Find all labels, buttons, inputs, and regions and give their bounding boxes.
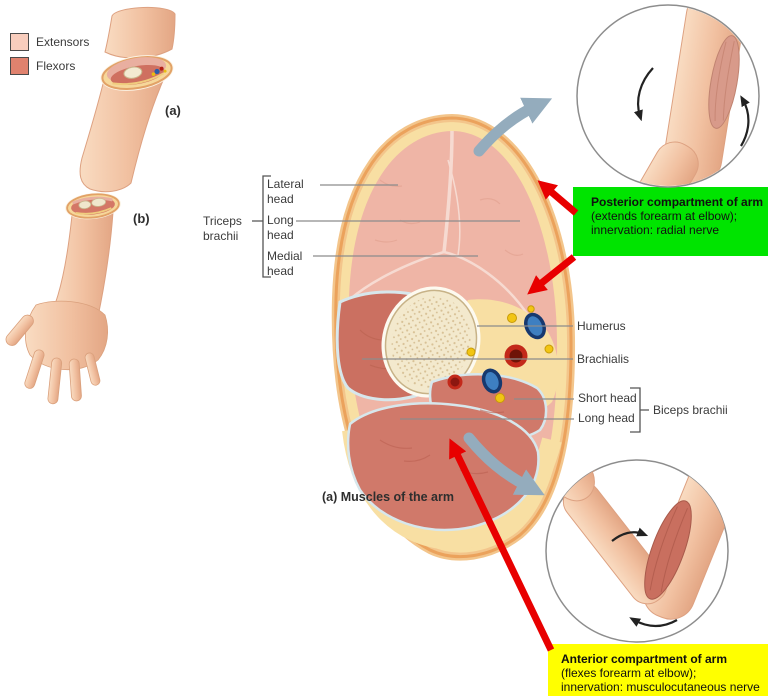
posterior-arrow-lower <box>527 254 577 295</box>
ulna-bone-icon <box>91 197 107 207</box>
muscle-texture <box>374 179 524 256</box>
rotation-arrow-icon <box>633 67 654 122</box>
extensors-swatch <box>10 33 29 51</box>
nerve-icon <box>151 72 156 76</box>
brachialis-label: Brachialis <box>577 352 630 366</box>
red-pointer-arrows <box>449 180 579 652</box>
anterior-callout-innervation: innervation: musculocutaneous nerve <box>561 680 760 694</box>
triceps-highlight <box>708 35 740 129</box>
biceps-brachii-label: Biceps brachii <box>653 403 728 417</box>
panel-label-a: (a) <box>165 103 181 118</box>
nerve-icon <box>163 69 167 73</box>
medial-head-label: Medial head <box>267 249 303 278</box>
nerve-icon <box>527 305 535 313</box>
long-head-label: Long head <box>267 213 294 242</box>
forearm-cross-section-small <box>65 192 121 220</box>
figure-caption: (a) Muscles of the arm <box>322 490 454 504</box>
neurovascular-bundle <box>447 305 554 403</box>
vein-icon <box>154 68 160 75</box>
bone-icon <box>123 66 143 79</box>
flexion-inset <box>545 459 729 643</box>
artery-icon <box>447 374 463 390</box>
posterior-callout-title: Posterior compartment of arm <box>591 195 764 209</box>
short-head-label: Short head <box>578 391 637 405</box>
legend-extensors-label: Extensors <box>36 35 90 49</box>
biceps-bracket <box>630 387 649 433</box>
posterior-callout-action: (extends forearm at elbow); <box>591 209 738 223</box>
rotation-arrow-icon <box>629 617 678 628</box>
panel-label-b: (b) <box>133 211 150 226</box>
posterior-compartment-callout: Posterior compartment of arm (extends fo… <box>573 187 768 256</box>
extension-inset <box>576 4 760 188</box>
zoom-arrow-posterior <box>473 97 553 157</box>
triceps-brachii-label: Triceps brachii <box>203 214 242 243</box>
leader-lines <box>296 184 574 420</box>
upper-arm-segment <box>104 6 176 59</box>
nerve-icon <box>544 344 554 354</box>
nerve-icon <box>507 313 517 323</box>
artery-icon <box>159 66 164 71</box>
rotation-arrow-icon <box>740 95 750 147</box>
arm-illustration <box>5 6 176 405</box>
humerus-label: Humerus <box>577 319 626 333</box>
anterior-callout-action: (flexes forearm at elbow); <box>561 666 697 680</box>
lateral-head-label: Lateral head <box>267 177 304 206</box>
arm-cross-section <box>331 113 576 561</box>
anterior-arrow <box>449 438 555 652</box>
nerve-icon <box>495 393 505 403</box>
humerus-bone <box>381 286 481 398</box>
brachial-artery-icon <box>504 344 528 368</box>
posterior-callout-innervation: innervation: radial nerve <box>591 223 720 237</box>
vein-icon <box>481 368 503 394</box>
triceps-bracket <box>252 175 271 278</box>
nerve-icon <box>466 347 476 357</box>
rotation-arrow-icon <box>611 527 649 542</box>
biceps-highlight <box>644 500 692 600</box>
posterior-arrow-upper <box>537 180 579 216</box>
flexors-swatch <box>10 57 29 75</box>
anterior-callout-title: Anterior compartment of arm <box>561 652 728 666</box>
zoom-arrow-anterior <box>463 432 545 496</box>
long-head-biceps-label: Long head <box>578 411 635 425</box>
anterior-compartment-callout: Anterior compartment of arm (flexes fore… <box>548 644 768 696</box>
upper-arm-cross-section-small <box>100 55 174 91</box>
hand <box>5 300 109 405</box>
flexor-texture <box>379 409 505 501</box>
radius-bone-icon <box>78 200 92 210</box>
legend-flexors-label: Flexors <box>36 59 76 73</box>
